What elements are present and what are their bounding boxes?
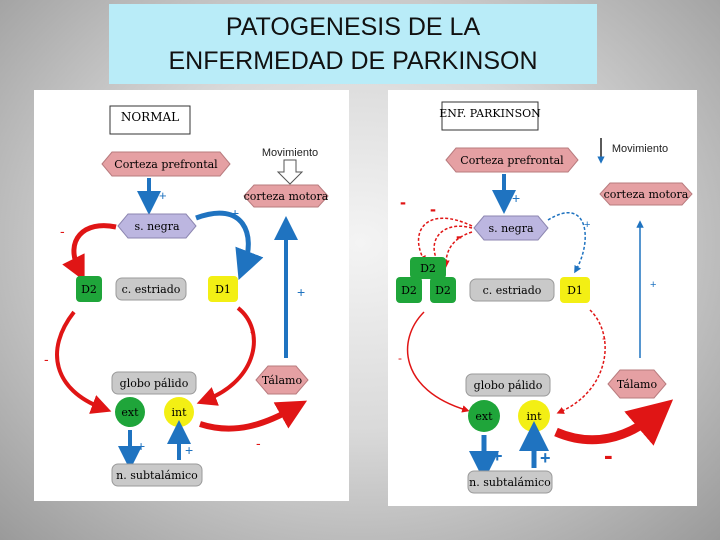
d2-top-node bbox=[410, 257, 446, 279]
title-line-2: ENFERMEDAD DE PARKINSON bbox=[168, 47, 538, 75]
d2-b-node bbox=[430, 277, 456, 303]
snegra-to-d2-arrow bbox=[442, 231, 473, 268]
corteza-prefrontal-node bbox=[445, 147, 579, 173]
minus-sign: - bbox=[400, 192, 406, 212]
plus-sign: + bbox=[159, 188, 167, 203]
plus-sign: + bbox=[540, 448, 551, 468]
slide-title: PATOGENESIS DE LA ENFERMEDAD DE PARKINSO… bbox=[109, 4, 597, 84]
minus-sign: - bbox=[398, 351, 402, 365]
parkinson-header-label: ENF. PARKINSON bbox=[439, 107, 541, 120]
plus-sign: + bbox=[231, 205, 239, 221]
d2-to-ext-arrow bbox=[55, 310, 112, 414]
minus-sign: - bbox=[602, 331, 606, 345]
corteza-motora-node bbox=[599, 182, 693, 206]
plus-sign: + bbox=[650, 279, 656, 291]
corteza-prefrontal-label: Corteza prefrontal bbox=[460, 154, 564, 167]
ext-label: ext bbox=[121, 406, 139, 419]
parkinson-header-box bbox=[441, 101, 539, 131]
d1-label: D1 bbox=[215, 283, 231, 296]
s-negra-label: s. negra bbox=[134, 220, 180, 233]
plus-sign: + bbox=[492, 446, 503, 466]
movimiento-label: Movimiento bbox=[612, 143, 668, 155]
d2-top-label: D2 bbox=[420, 262, 436, 275]
minus-sign: - bbox=[44, 351, 49, 367]
globo-palido-node bbox=[465, 373, 551, 397]
normal-diagram-panel: NORMAL Movimiento Corteza prefrontal cor… bbox=[34, 90, 349, 501]
int-to-talamo-arrow bbox=[199, 400, 308, 432]
d2-a-label: D2 bbox=[401, 284, 417, 297]
corteza-motora-label: corteza motora bbox=[244, 190, 329, 203]
c-estriado-node bbox=[115, 277, 187, 301]
minus-sign: - bbox=[60, 223, 65, 239]
d1-label: D1 bbox=[567, 284, 583, 297]
corteza-motora-label: corteza motora bbox=[604, 188, 689, 201]
globo-palido-label: globo pálido bbox=[474, 379, 543, 392]
corteza-motora-node bbox=[243, 184, 329, 208]
n-subtalamico-node bbox=[111, 463, 203, 487]
d2-node bbox=[76, 276, 102, 302]
snegra-to-d2-arrow bbox=[417, 217, 473, 264]
s-negra-node bbox=[473, 215, 549, 241]
normal-diagram: NORMAL Movimiento Corteza prefrontal cor… bbox=[44, 105, 329, 487]
int-node bbox=[164, 397, 194, 427]
talamo-node bbox=[607, 369, 667, 399]
ext-node bbox=[115, 397, 145, 427]
minus-sign: - bbox=[430, 199, 436, 219]
d1-to-int-arrow bbox=[556, 309, 606, 414]
c-estriado-label: c. estriado bbox=[122, 283, 181, 296]
d2-to-ext-arrow bbox=[406, 311, 470, 413]
snegra-to-d2-arrow bbox=[432, 225, 473, 266]
plus-sign: + bbox=[185, 442, 193, 458]
d1-node bbox=[560, 277, 590, 303]
d1-to-int-arrow bbox=[196, 306, 256, 406]
minus-sign: - bbox=[250, 324, 254, 339]
plus-sign: + bbox=[297, 284, 305, 300]
plus-sign: + bbox=[512, 190, 520, 206]
movimiento-arrow-icon bbox=[276, 159, 304, 185]
title-line-1: PATOGENESIS DE LA bbox=[225, 13, 481, 41]
talamo-node bbox=[255, 365, 309, 395]
plus-sign: + bbox=[137, 438, 145, 454]
normal-header-box bbox=[109, 105, 191, 135]
corteza-prefrontal-label: Corteza prefrontal bbox=[114, 158, 218, 171]
plus-sign: + bbox=[584, 219, 590, 231]
c-estriado-node bbox=[469, 278, 555, 302]
s-negra-label: s. negra bbox=[488, 222, 534, 235]
n-subtalamico-node bbox=[467, 470, 553, 494]
d2-b-label: D2 bbox=[435, 284, 451, 297]
globo-palido-node bbox=[111, 371, 197, 395]
int-label: int bbox=[526, 410, 542, 423]
minus-sign: - bbox=[604, 440, 613, 470]
int-to-talamo-arrow bbox=[554, 399, 674, 446]
parkinson-diagram: ENF. PARKINSON Movimiento Corteza prefro… bbox=[396, 101, 693, 494]
normal-header-label: NORMAL bbox=[121, 110, 179, 124]
n-subtalamico-label: n. subtalámico bbox=[116, 469, 198, 482]
d1-node bbox=[208, 276, 238, 302]
snegra-to-d2-arrow bbox=[62, 223, 117, 282]
globo-palido-label: globo pálido bbox=[120, 377, 189, 390]
c-estriado-label: c. estriado bbox=[483, 284, 542, 297]
corteza-prefrontal-node bbox=[101, 151, 231, 177]
ext-node bbox=[468, 400, 500, 432]
d2-label: D2 bbox=[81, 283, 97, 296]
d2-a-node bbox=[396, 277, 422, 303]
snegra-to-d1-arrow bbox=[547, 212, 586, 274]
movimiento-label: Movimiento bbox=[262, 147, 318, 159]
minus-sign: - bbox=[256, 435, 261, 451]
s-negra-node bbox=[117, 213, 197, 239]
ext-label: ext bbox=[475, 410, 493, 423]
talamo-label: Tálamo bbox=[262, 374, 303, 387]
parkinson-diagram-panel: ENF. PARKINSON Movimiento Corteza prefro… bbox=[388, 90, 697, 506]
snegra-to-d1-arrow bbox=[195, 210, 264, 280]
n-subtalamico-label: n. subtalámico bbox=[469, 476, 551, 489]
minus-sign: - bbox=[456, 226, 462, 246]
talamo-label: Tálamo bbox=[617, 378, 658, 391]
int-label: int bbox=[171, 406, 187, 419]
